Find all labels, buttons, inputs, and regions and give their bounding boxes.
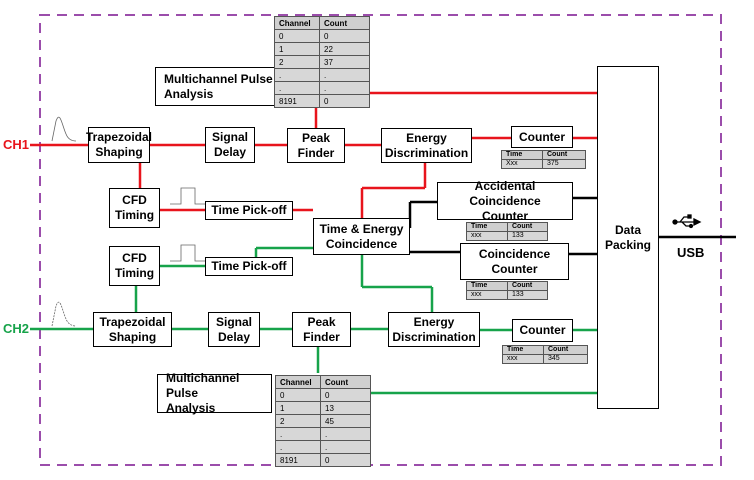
table-header-row: Time Count [501,150,586,160]
table-row: .. [275,427,371,441]
ch1-label: CH1 [3,137,30,152]
table-header-row: Channel Count [274,16,370,30]
table-header-row: Time Count [466,222,548,232]
ch2-signal-path [30,246,597,395]
table-header-row: Time Count [466,281,548,291]
ch2-pulse-shape-icon [51,301,77,327]
table-header-row: Channel Count [275,375,371,389]
system-boundary [39,14,722,466]
ch1-signal-path [30,91,597,218]
ch1-time-pick-off-block[interactable]: Time Pick-off [205,201,293,220]
ch2-counter-block[interactable]: Counter [512,319,573,342]
table-row: .. [275,440,371,454]
coincidence-wiring [408,196,736,256]
ch2-logic-pulse-icon [170,244,206,262]
table-header-row: Time Count [502,345,588,355]
ch2-time-pick-off-block[interactable]: Time Pick-off [205,257,293,276]
table-row: .. [274,81,370,95]
ch1-pulse-shape-icon [51,116,77,142]
table-row: .. [274,68,370,82]
ch2-label: CH2 [3,321,30,336]
ch1-logic-pulse-icon [170,187,206,205]
ch1-counter-block[interactable]: Counter [511,126,573,148]
usb-label: USB [677,245,705,260]
usb-icon [672,214,702,229]
